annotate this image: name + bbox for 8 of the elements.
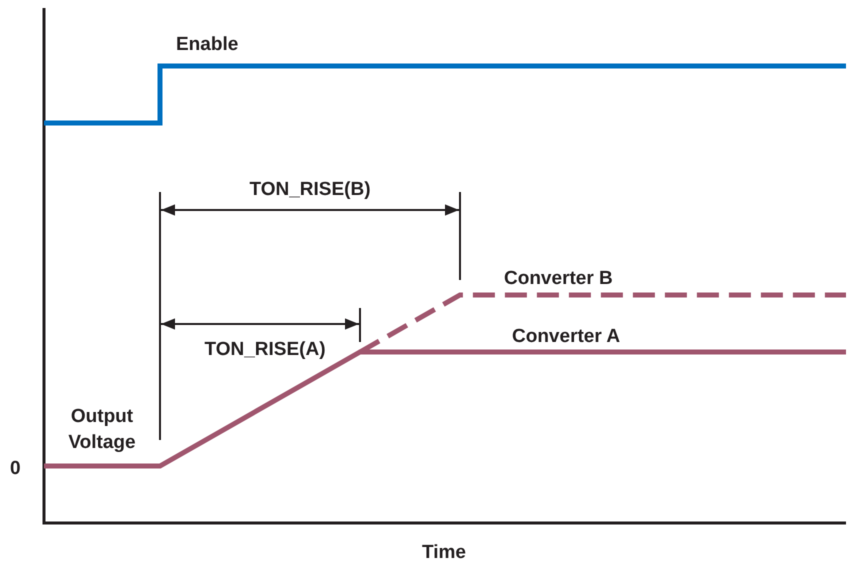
signal-label: Converter B (504, 267, 613, 291)
axis-label: Output Voltage (67, 405, 137, 455)
signal-label: Converter A (512, 325, 620, 349)
axis-label: Time (420, 541, 467, 564)
axis-tick-label: 0 (10, 457, 21, 481)
dimension-label: TON_RISE(A) (203, 338, 327, 362)
signal-label: Enable (176, 33, 238, 57)
dimension-label: TON_RISE(B) (248, 178, 372, 202)
